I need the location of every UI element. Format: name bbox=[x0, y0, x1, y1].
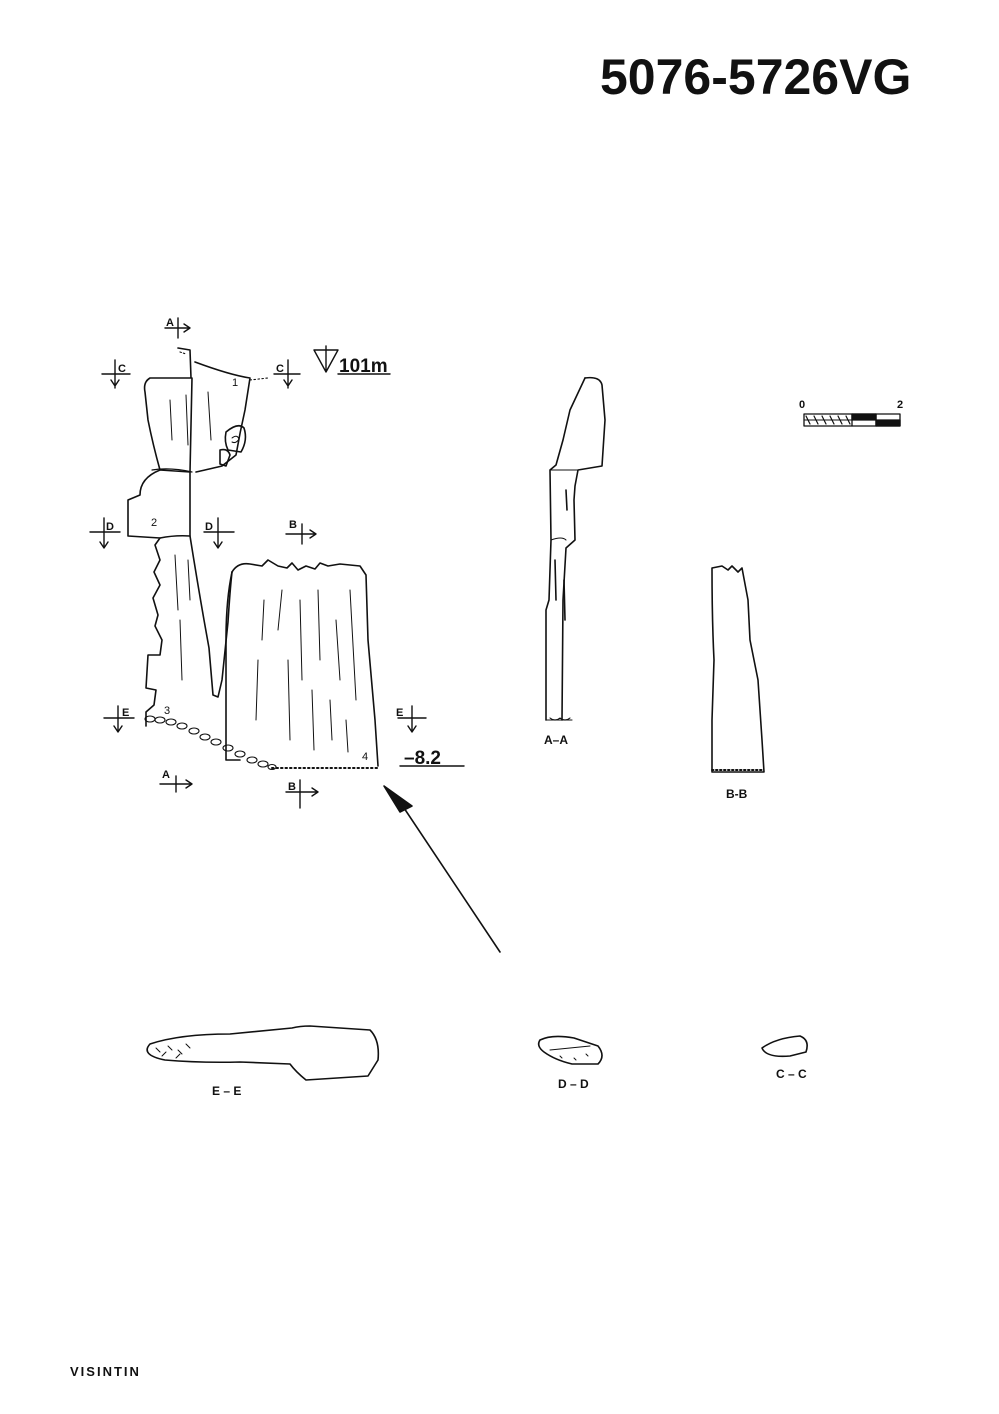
cross-section-e-e bbox=[146, 1025, 380, 1081]
label-section-b-b: B-B bbox=[726, 787, 748, 801]
marker-a-top: A bbox=[166, 317, 174, 329]
plan-floor-pebbles bbox=[144, 351, 379, 771]
marker-a-bottom: A bbox=[162, 769, 170, 781]
marker-e-left: E bbox=[122, 707, 129, 719]
marker-b-bottom: B bbox=[288, 781, 296, 793]
author-name: VISINTIN bbox=[70, 1364, 141, 1379]
section-a-a-profile bbox=[545, 376, 606, 721]
scale-bar-graphic bbox=[803, 413, 901, 427]
max-depth: –8.2 bbox=[404, 748, 441, 769]
entrance-arrow bbox=[383, 785, 501, 953]
label-section-e-e: E – E bbox=[212, 1084, 241, 1098]
label-section-d-d: D – D bbox=[558, 1077, 589, 1091]
cave-code-title: 5076-5726VG bbox=[600, 49, 912, 105]
marker-d-left: D bbox=[106, 521, 114, 533]
scale-start: 0 bbox=[799, 399, 805, 411]
label-section-a-a: A–A bbox=[544, 733, 568, 747]
marker-c-right: C bbox=[276, 363, 284, 375]
plan-upper-shaft bbox=[127, 347, 379, 767]
cross-section-c-c bbox=[761, 1035, 808, 1058]
station-1: 1 bbox=[232, 377, 238, 389]
plan-interior-hatching bbox=[169, 391, 357, 753]
marker-c-left: C bbox=[118, 363, 126, 375]
marker-e-right: E bbox=[396, 707, 403, 719]
label-section-c-c: C – C bbox=[776, 1067, 807, 1081]
station-2: 2 bbox=[151, 517, 157, 529]
cross-section-d-d bbox=[537, 1035, 603, 1065]
station-3: 3 bbox=[164, 705, 170, 717]
scale-end: 2 bbox=[897, 399, 903, 411]
section-markers bbox=[89, 317, 465, 809]
entrance-elevation: 101m bbox=[339, 356, 388, 377]
marker-d-right: D bbox=[205, 521, 213, 533]
section-b-b-profile bbox=[711, 565, 765, 773]
station-4: 4 bbox=[362, 751, 368, 763]
marker-b-top: B bbox=[289, 519, 297, 531]
